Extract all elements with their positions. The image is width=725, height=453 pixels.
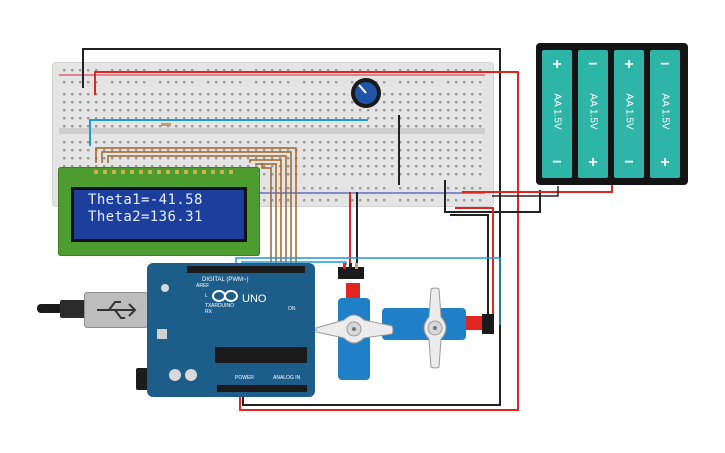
power-label: POWER — [235, 375, 254, 381]
terminal-sign: − — [552, 154, 562, 171]
usb-icon — [97, 301, 137, 319]
potentiometer[interactable] — [350, 77, 382, 114]
cell-label: AA 1.5V — [551, 93, 563, 130]
cell-label: AA 1.5V — [659, 93, 671, 130]
wire-lcd-bus — [95, 147, 297, 268]
usb-plug — [60, 300, 88, 318]
on-label: ON — [288, 306, 296, 312]
breadboard-jumper — [398, 115, 400, 185]
lcd-line-2: Theta2=136.31 — [88, 209, 203, 225]
battery-cell-2: − AA 1.5V + — [578, 50, 608, 178]
analog-label: ANALOG IN — [273, 375, 301, 381]
wire-servo2-black — [450, 214, 489, 318]
arduino-brand: ARDUINO — [211, 303, 235, 309]
battery-cell-1: + AA 1.5V − — [542, 50, 572, 178]
arduino-details — [157, 266, 307, 392]
usb-port[interactable] — [84, 292, 148, 328]
wire-black-battery — [492, 186, 559, 197]
l-label: L — [205, 293, 208, 299]
battery-pack-4xAA: + AA 1.5V − − AA 1.5V + + AA 1.5V − − AA… — [536, 43, 688, 185]
servo-motor-2[interactable] — [382, 308, 466, 340]
battery-cell-4: − AA 1.5V + — [650, 50, 680, 178]
servo1-connector — [338, 263, 364, 286]
wire-blue-bb — [89, 119, 368, 146]
terminal-sign: − — [660, 56, 670, 73]
wire-servo2-red — [455, 207, 494, 318]
aref-label: AREF — [196, 283, 210, 289]
terminal-sign: + — [588, 154, 598, 171]
servo1-horn[interactable] — [314, 300, 394, 361]
terminal-sign: − — [588, 56, 598, 73]
wire-red-outer — [94, 71, 519, 411]
cell-label: AA 1.5V — [587, 93, 599, 130]
terminal-sign: + — [660, 154, 670, 171]
resistor — [161, 123, 171, 126]
wire-black-top — [82, 48, 501, 406]
terminal-sign: + — [624, 56, 634, 73]
servo-connector-icon — [338, 263, 364, 279]
battery-cell-3: + AA 1.5V − — [614, 50, 644, 178]
lcd-display: Theta1=-41.58 Theta2=136.31 — [58, 167, 260, 256]
servo-horn-icon — [315, 314, 394, 344]
terminal-sign: − — [624, 154, 634, 171]
servo2-connector — [482, 314, 494, 334]
potentiometer-knob-icon — [351, 78, 381, 108]
terminal-sign: + — [552, 56, 562, 73]
lcd-line-1: Theta1=-41.58 — [88, 192, 203, 208]
digital-label: DIGITAL (PWM~) — [202, 277, 249, 283]
servo-horn-icon — [423, 287, 447, 369]
cell-label: AA 1.5V — [623, 93, 635, 130]
lcd-screen: Theta1=-41.58 Theta2=136.31 — [71, 187, 247, 242]
arduino-logo — [212, 289, 238, 307]
tx-label: TX — [205, 303, 212, 309]
arduino-infinity-icon — [212, 290, 238, 302]
arduino-uno-board: DIGITAL (PWM~) UNO ARDUINO AREF L TX RX … — [147, 263, 315, 397]
servo1-lead — [346, 283, 360, 299]
usb-cable — [37, 304, 63, 313]
servo2-lead — [466, 316, 484, 330]
servo2-horn[interactable] — [413, 287, 457, 374]
rx-label: RX — [205, 309, 212, 315]
atmega-chip — [215, 347, 307, 363]
arduino-model: UNO — [242, 293, 267, 305]
